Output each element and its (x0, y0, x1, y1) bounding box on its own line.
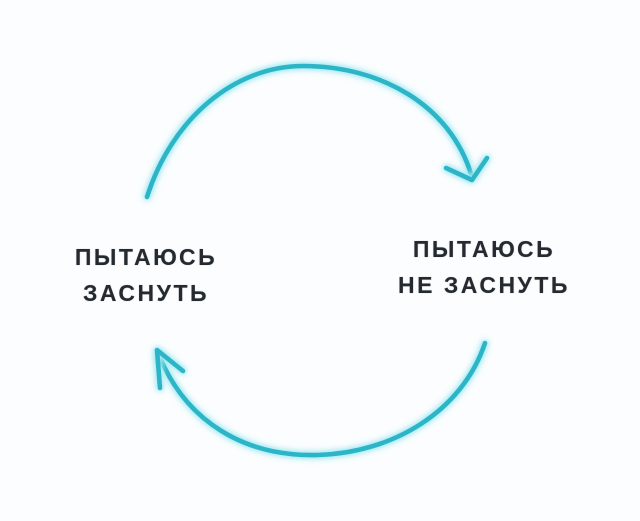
top-arrow-icon (144, 63, 490, 200)
node-label-line: ЗАСНУТЬ (82, 280, 210, 306)
node-label-line: ПЫТАЮСЬ (74, 244, 218, 270)
node-label-line: ПЫТАЮСЬ (412, 236, 556, 262)
node-label-line: НЕ ЗАСНУТЬ (398, 272, 570, 298)
node-trying-to-sleep: ПЫТАЮСЬ ЗАСНУТЬ (36, 239, 256, 311)
node-trying-not-to-sleep: ПЫТАЮСЬ НЕ ЗАСНУТЬ (374, 231, 594, 303)
bottom-arrow-icon (154, 340, 488, 458)
